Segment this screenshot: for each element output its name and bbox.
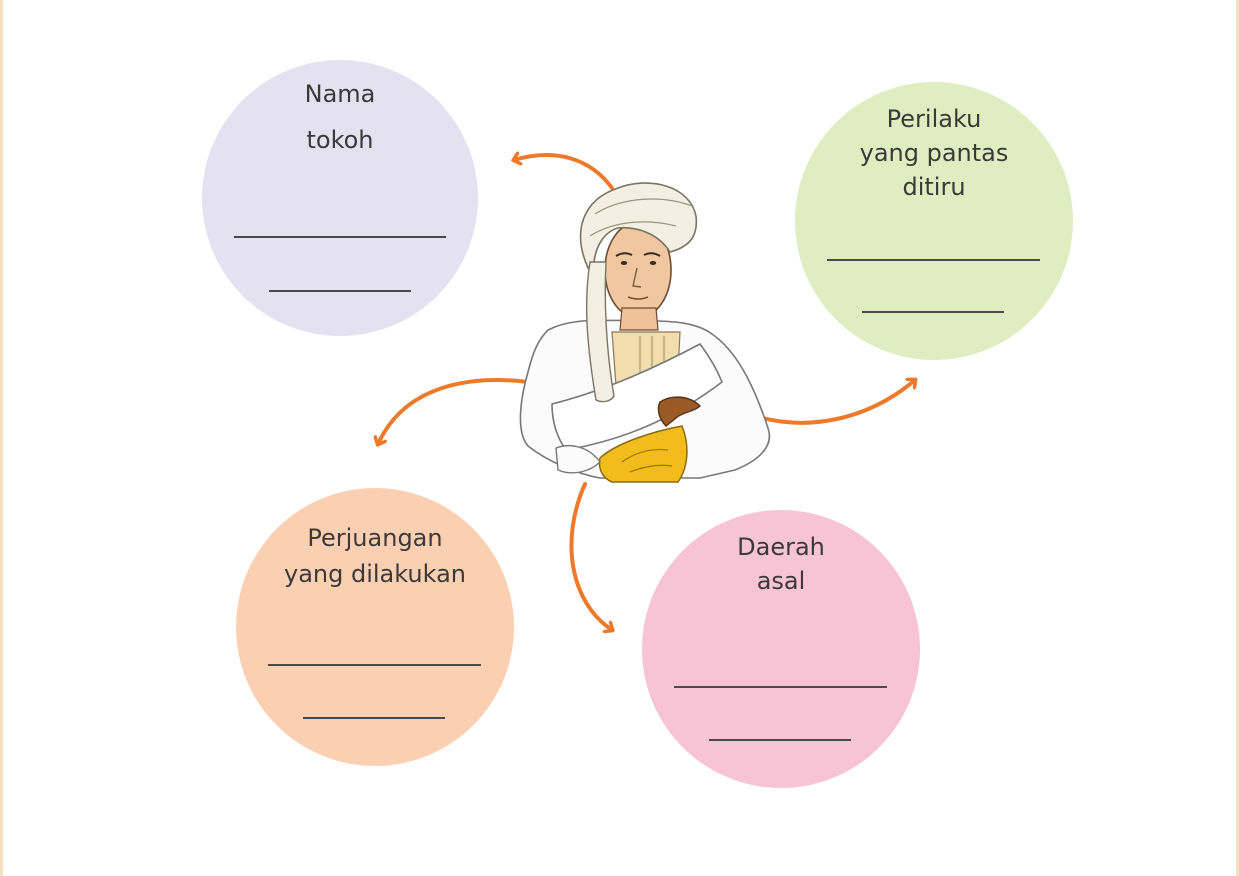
answer-line: [862, 311, 1004, 313]
answer-line: [234, 236, 446, 238]
answer-line: [674, 686, 887, 688]
arrow-to-perilaku: [760, 380, 915, 425]
bubble-label-line: Perilaku: [886, 105, 982, 133]
bubble-label-line: Nama: [304, 80, 376, 108]
bubble-label-line: ditiru: [902, 173, 966, 201]
hero-figure-illustration: [519, 182, 771, 483]
answer-line: [827, 259, 1040, 261]
bubble-label-line: Daerah: [737, 533, 825, 561]
bubble-nama-tokoh: Nama tokoh: [202, 60, 478, 336]
bubble-label-line: Perjuangan: [307, 524, 443, 552]
answer-line: [709, 739, 851, 741]
bubble-perilaku: Perilaku yang pantas ditiru: [795, 82, 1073, 360]
answer-line: [303, 717, 445, 719]
answer-line: [268, 664, 481, 666]
bubble-label-line: yang pantas: [859, 139, 1009, 167]
arrow-to-daerah-asal: [569, 482, 612, 630]
bubble-label-line: asal: [756, 567, 806, 595]
bubble-label-line: tokoh: [306, 126, 374, 154]
bubble-perjuangan: Perjuangan yang dilakukan: [236, 488, 514, 766]
bubble-label-line: yang dilakukan: [283, 560, 467, 588]
bubble-daerah-asal: Daerah asal: [642, 510, 920, 788]
arrow-to-perjuangan: [378, 378, 530, 444]
answer-line: [269, 290, 411, 292]
arrow-to-nama-tokoh: [514, 155, 614, 190]
